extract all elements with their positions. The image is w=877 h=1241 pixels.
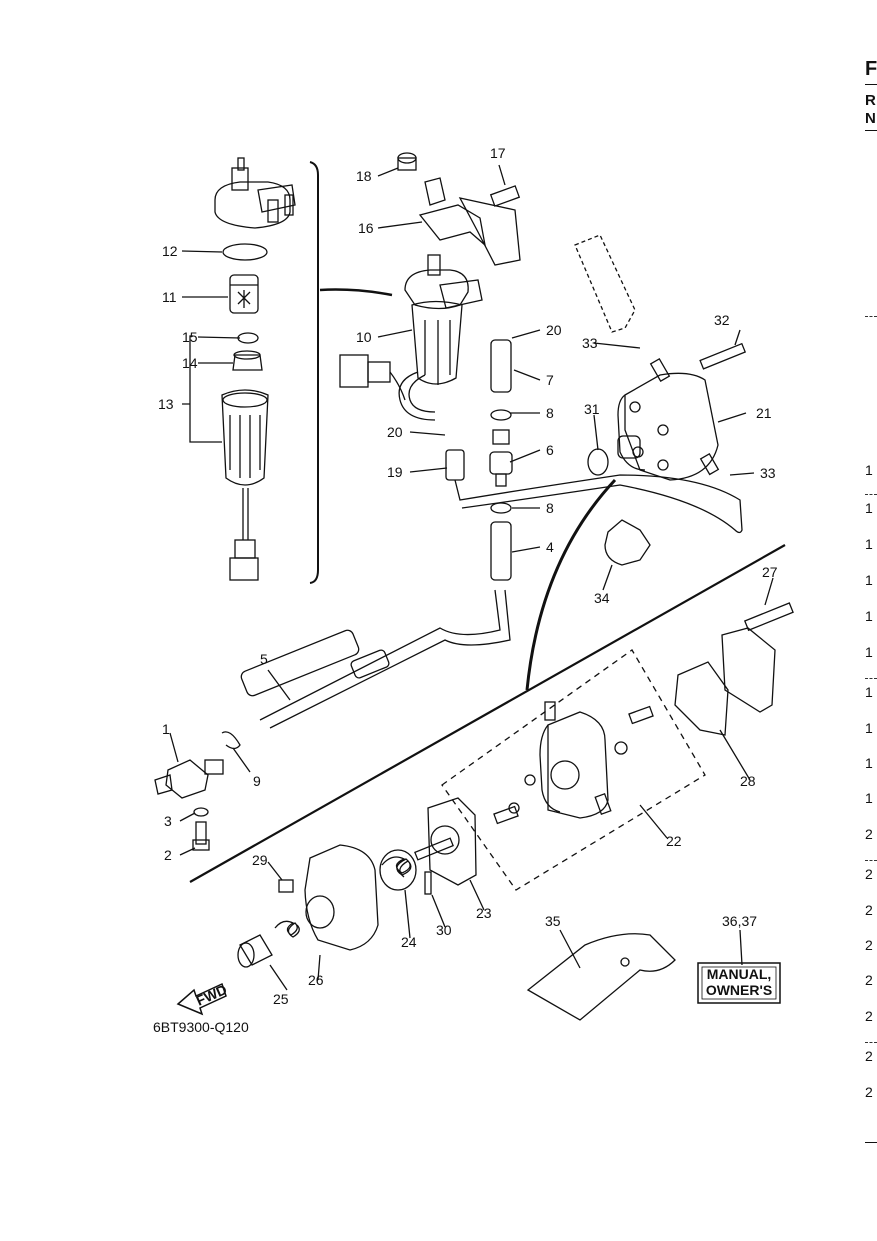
edge-row: 2 xyxy=(865,1008,873,1024)
label-26: 26 xyxy=(308,972,324,988)
label-12: 12 xyxy=(162,243,178,259)
label-31: 31 xyxy=(584,401,600,417)
edge-row: 1 xyxy=(865,790,873,806)
label-33b: 33 xyxy=(760,465,776,481)
label-8a: 8 xyxy=(546,405,554,421)
label-19: 19 xyxy=(387,464,403,480)
edge-row: 2 xyxy=(865,1084,873,1100)
fwd-arrow-icon xyxy=(176,982,227,1016)
label-8b: 8 xyxy=(546,500,554,516)
edge-rule xyxy=(865,84,877,85)
label-9: 9 xyxy=(253,773,261,789)
label-23: 23 xyxy=(476,905,492,921)
label-34: 34 xyxy=(594,590,610,606)
edge-row: 1 xyxy=(865,572,873,588)
edge-row: 1 xyxy=(865,644,873,660)
label-1: 1 xyxy=(162,721,170,737)
fwd-label: FWD xyxy=(194,981,230,1009)
filter-detail-assembly xyxy=(214,157,296,581)
diagram-code: 6BT9300-Q120 xyxy=(153,1019,249,1035)
fuel-hoses xyxy=(240,339,743,729)
owners-bag xyxy=(526,933,676,1021)
edge-row: 2 xyxy=(865,902,873,918)
edge-row: 2 xyxy=(865,866,873,882)
label-15: 15 xyxy=(182,329,198,345)
label-36-37: 36,37 xyxy=(722,913,757,929)
bracket-assembly xyxy=(397,152,521,266)
edge-header-f: F xyxy=(865,58,877,80)
label-18: 18 xyxy=(356,168,372,184)
label-17: 17 xyxy=(490,145,506,161)
edge-row: 1 xyxy=(865,684,873,700)
fuel-connector-assembly xyxy=(154,731,241,851)
label-6: 6 xyxy=(546,442,554,458)
pump-body-parts xyxy=(237,602,794,968)
edge-row: 2 xyxy=(865,1048,873,1064)
label-32: 32 xyxy=(714,312,730,328)
manual-line-1: MANUAL, xyxy=(707,966,772,982)
clip-34 xyxy=(604,519,651,566)
edge-row: 1 xyxy=(865,755,873,771)
fuel-filter-assembly xyxy=(339,254,483,421)
edge-dash xyxy=(865,678,877,679)
label-28: 28 xyxy=(740,773,756,789)
label-25: 25 xyxy=(273,991,289,1007)
label-14: 14 xyxy=(182,355,198,371)
label-20a: 20 xyxy=(546,322,562,338)
label-3: 3 xyxy=(164,813,172,829)
label-2: 2 xyxy=(164,847,172,863)
fuel-pump-assembly xyxy=(574,234,747,481)
edge-row: 1 xyxy=(865,462,873,478)
edge-row: 2 xyxy=(865,972,873,988)
label-16: 16 xyxy=(358,220,374,236)
label-7: 7 xyxy=(546,372,554,388)
edge-header-r: R xyxy=(865,92,876,109)
edge-dash xyxy=(865,494,877,495)
edge-row: 2 xyxy=(865,937,873,953)
label-22: 22 xyxy=(666,833,682,849)
manual-box xyxy=(697,962,781,1004)
label-4: 4 xyxy=(546,539,554,555)
edge-rule-2 xyxy=(865,130,877,131)
label-33a: 33 xyxy=(582,335,598,351)
label-11: 11 xyxy=(162,289,177,305)
label-24: 24 xyxy=(401,934,417,950)
edge-row: 1 xyxy=(865,608,873,624)
label-20b: 20 xyxy=(387,424,403,440)
label-27: 27 xyxy=(762,564,778,580)
manual-line-2: OWNER'S xyxy=(706,982,772,998)
edge-row: 1 xyxy=(865,720,873,736)
label-21: 21 xyxy=(756,405,772,421)
edge-dash xyxy=(865,1042,877,1043)
edge-dash xyxy=(865,316,877,317)
edge-row: 1 xyxy=(865,536,873,552)
label-30: 30 xyxy=(436,922,452,938)
edge-header-n: N xyxy=(865,110,876,127)
label-13: 13 xyxy=(158,396,174,412)
label-10: 10 xyxy=(356,329,372,345)
label-35: 35 xyxy=(545,913,561,929)
edge-row: 2 xyxy=(865,826,873,842)
label-29: 29 xyxy=(252,852,268,868)
edge-rule-3 xyxy=(865,1142,877,1143)
edge-dash xyxy=(865,860,877,861)
edge-row: 1 xyxy=(865,500,873,516)
label-5: 5 xyxy=(260,651,268,667)
